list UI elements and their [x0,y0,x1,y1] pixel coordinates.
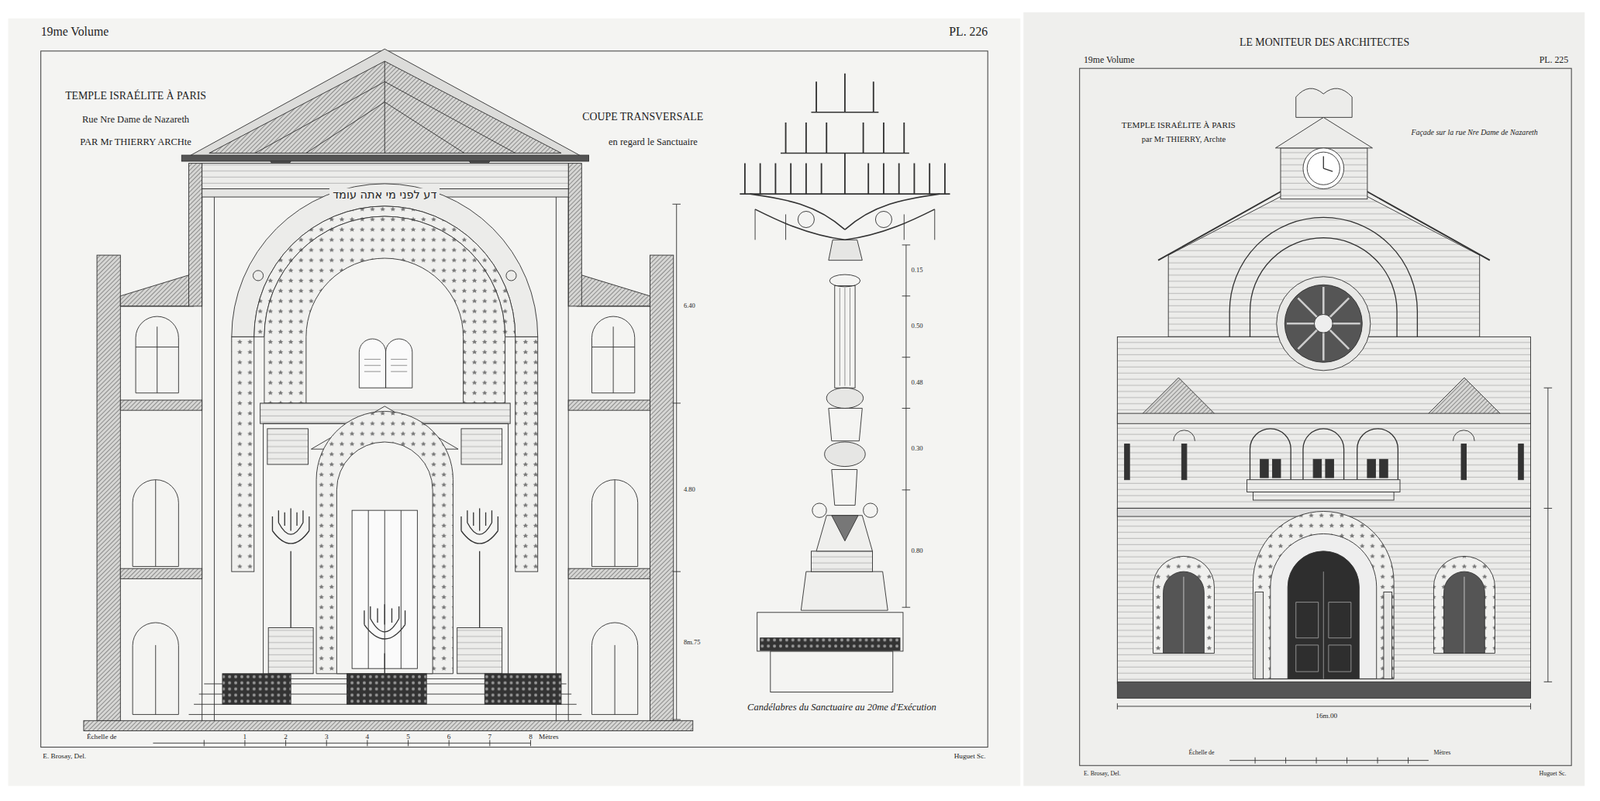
plate-title: TEMPLE ISRAÉLITE À PARIS [1121,119,1236,130]
candelabrum-caption: Candélabres du Sanctuaire au 20me d'Exéc… [747,701,937,713]
scale-label: Échelle de [1189,749,1215,757]
hebrew-inscription: דע לפני מי אתה עומד [329,188,440,202]
facade-caption: Façade sur la rue Nre Dame de Nazareth [1410,127,1538,137]
scale-number: 6 [447,732,452,742]
dimension: 0.80 [910,547,923,556]
draughtsman-credit: E. Brosay, Del. [42,751,87,761]
volume-number: 19me Volume [1083,55,1135,66]
engraver-credit: Huguet Sc. [1539,769,1567,777]
plate-title: TEMPLE ISRAÉLITE À PARIS [65,89,207,103]
street-name: Rue Nre Dame de Nazareth [82,113,190,125]
publication-title: LE MONITEUR DES ARCHITECTES [1239,36,1410,49]
plate-number: PL. 226 [948,24,988,39]
architect-credit: par Mr THIERRY, Archte [1141,134,1226,145]
dimension: 4.80 [683,486,696,494]
scale-number: 8 [528,732,533,742]
scale-number: 4 [365,732,370,742]
dimension: 0.15 [910,266,923,275]
section-subtitle: en regard le Sanctuaire [608,136,698,148]
dimension: 8m.75 [683,638,701,647]
scale-number: 7 [488,732,493,742]
scale-number: 2 [283,732,288,742]
scale-label: Échelle de [86,732,118,742]
dimension: 0.48 [910,379,923,387]
scale-unit: Mètres [1433,749,1451,757]
scale-number: 5 [406,732,411,742]
architect-credit: PAR Mr THIERRY ARCHte [79,136,192,148]
plate-number: PL. 225 [1539,55,1569,66]
dimension: 0.50 [910,322,923,331]
scale-unit: Mètres [538,732,559,742]
dimension: 0.30 [910,444,923,453]
dimension: 6.40 [683,302,696,311]
volume-number: 19me Volume [41,24,110,39]
dimension: 16m.00 [1315,710,1338,720]
scale-number: 3 [324,732,329,742]
draughtsman-credit: E. Brosay, Del. [1083,769,1121,777]
scale-number: 1 [243,732,248,742]
section-title: COUPE TRANSVERSALE [582,110,704,124]
engraver-credit: Huguet Sc. [954,751,987,761]
